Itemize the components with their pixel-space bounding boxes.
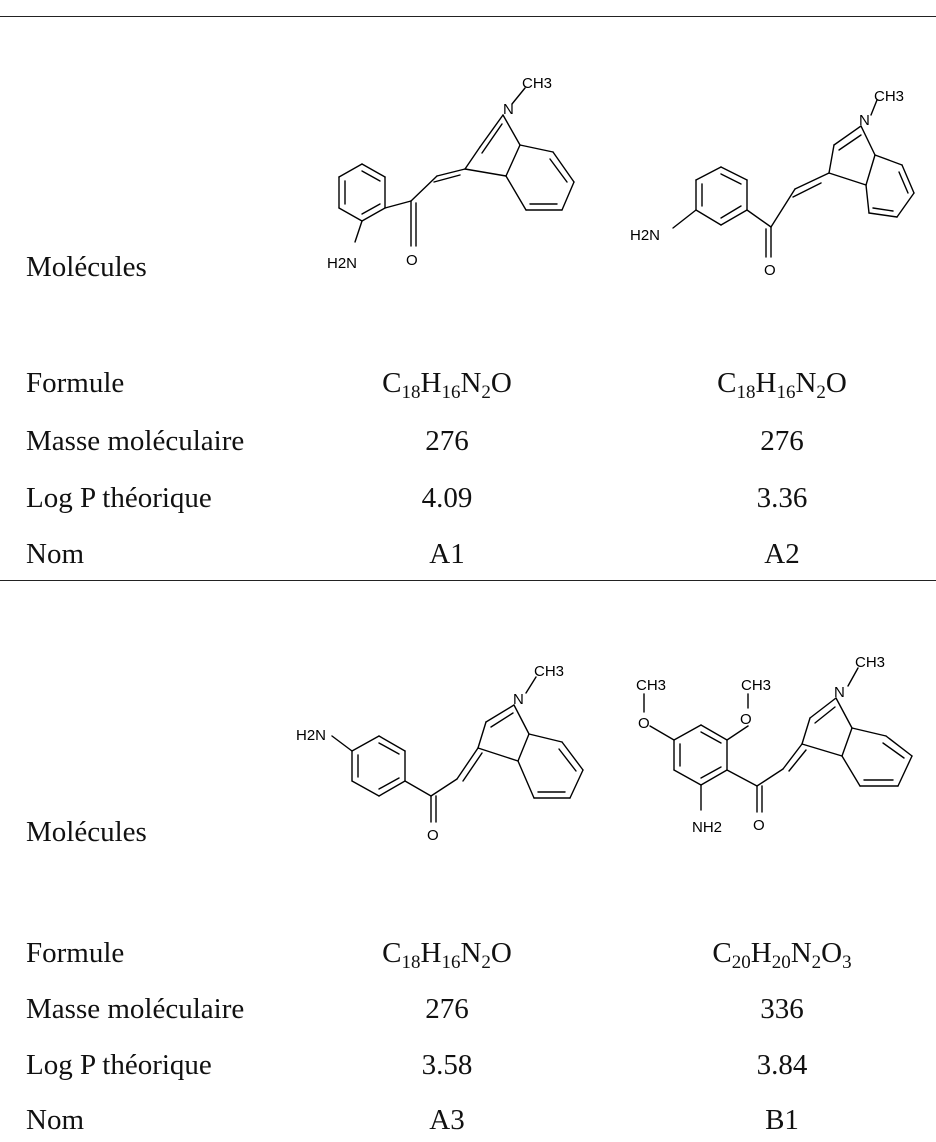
row-label-name: Nom (26, 1104, 84, 1136)
name-a2: A2 (764, 538, 800, 570)
oxygen-label: O (427, 827, 439, 844)
mass-a2: 276 (760, 425, 804, 457)
molecule-a2-structure: H2N O N CH3 (630, 88, 915, 279)
formula-a2: C18H16N2O (717, 367, 847, 403)
nitrogen-label: N (834, 684, 845, 701)
mass-b1: 336 (760, 993, 804, 1025)
amine-label: H2N (296, 727, 326, 744)
methyl-label: CH3 (522, 75, 552, 92)
row-label-logp: Log P théorique (26, 1049, 212, 1081)
formula-a3: C18H16N2O (382, 937, 512, 973)
mass-a3: 276 (425, 993, 469, 1025)
methoxy-label: CH3 (636, 677, 666, 694)
mass-a1: 276 (425, 425, 469, 457)
name-b1: B1 (765, 1104, 799, 1136)
row-label-mass: Masse moléculaire (26, 425, 245, 457)
name-a1: A1 (429, 538, 465, 570)
row-label-formula: Formule (26, 367, 125, 399)
molecule-a3-structure: H2N O N CH3 (296, 663, 584, 844)
name-a3: A3 (429, 1104, 465, 1136)
row-label-molecules: Molécules (26, 816, 147, 848)
logp-a1: 4.09 (421, 482, 473, 514)
molecule-b1-structure: CH3 O O CH3 NH2 O N CH3 (636, 654, 913, 836)
table-mid-rule (0, 580, 936, 581)
amine-label: H2N (327, 255, 357, 272)
row-label-logp: Log P théorique (26, 482, 212, 514)
formula-b1: C20H20N2O3 (712, 937, 852, 973)
oxygen-label: O (638, 715, 650, 732)
molecule-a1-structure: H2N O N CH3 (327, 75, 575, 272)
nitrogen-label: N (503, 101, 514, 118)
amine-label: H2N (630, 227, 660, 244)
row-label-name: Nom (26, 538, 84, 570)
formula-a1: C18H16N2O (382, 367, 512, 403)
methyl-label: CH3 (534, 663, 564, 680)
row-label-formula: Formule (26, 937, 125, 969)
oxygen-label: O (753, 817, 765, 834)
amine-label: NH2 (692, 819, 722, 836)
table-top-rule (0, 16, 936, 17)
oxygen-label: O (740, 711, 752, 728)
oxygen-label: O (406, 252, 418, 269)
methyl-label: CH3 (874, 88, 904, 105)
row-label-molecules: Molécules (26, 251, 147, 283)
methyl-label: CH3 (855, 654, 885, 671)
row-label-mass: Masse moléculaire (26, 993, 245, 1025)
logp-b1: 3.84 (756, 1049, 808, 1081)
logp-a2: 3.36 (756, 482, 808, 514)
nitrogen-label: N (513, 691, 524, 708)
oxygen-label: O (764, 262, 776, 279)
nitrogen-label: N (859, 112, 870, 129)
methoxy-label: CH3 (741, 677, 771, 694)
logp-a3: 3.58 (421, 1049, 473, 1081)
